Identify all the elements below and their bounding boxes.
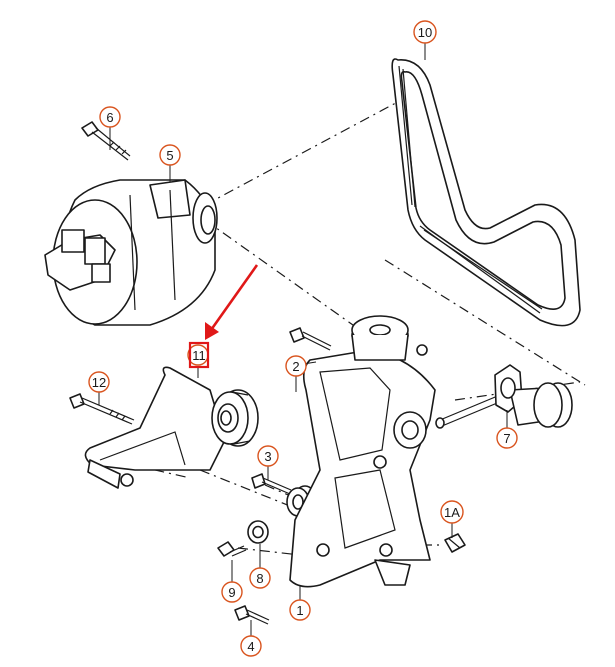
- callout-2: 2: [285, 355, 307, 377]
- bolt-12: [69, 393, 135, 425]
- callout-11-highlight-box: [188, 341, 210, 369]
- bolt-4: [234, 605, 270, 625]
- callout-4: 4: [240, 635, 262, 657]
- bolt-2: [289, 327, 332, 351]
- callout-7: 7: [496, 427, 518, 449]
- callout-1a: 1A: [440, 500, 464, 524]
- callout-9-label: 9: [228, 585, 235, 600]
- callout-1a-label: 1A: [444, 505, 460, 520]
- washer-8: [247, 520, 269, 544]
- callout-12-label: 12: [92, 375, 106, 390]
- callout-12: 12: [88, 371, 110, 393]
- bolt-6: [81, 121, 131, 161]
- alternator: [44, 179, 218, 326]
- drive-belt: [391, 58, 581, 327]
- callout-8: 8: [249, 567, 271, 589]
- callout-4-label: 4: [247, 639, 254, 654]
- callout-10-label: 10: [418, 25, 432, 40]
- highlight-arrow: [205, 264, 259, 340]
- bolt-3: [251, 473, 292, 495]
- callout-3-label: 3: [264, 449, 271, 464]
- leader-lines: [98, 42, 508, 636]
- main-bracket: [289, 315, 436, 588]
- callout-3: 3: [257, 445, 279, 467]
- callout-7-label: 7: [503, 431, 510, 446]
- callout-6: 6: [99, 106, 121, 128]
- idler-bracket: [84, 366, 259, 489]
- callout-5-label: 5: [166, 148, 173, 163]
- callout-5: 5: [159, 144, 181, 166]
- callout-1: 1: [289, 599, 311, 621]
- callout-2-label: 2: [292, 359, 299, 374]
- callout-1-label: 1: [296, 603, 303, 618]
- callout-11-label: 11: [192, 348, 206, 363]
- callout-9: 9: [221, 581, 243, 603]
- callout-6-label: 6: [106, 110, 113, 125]
- callout-8-label: 8: [256, 571, 263, 586]
- callout-11: 11: [187, 341, 210, 369]
- clip-1a: [444, 533, 466, 553]
- bolt-9: [217, 541, 247, 557]
- tensioner-roller: [435, 364, 573, 429]
- callout-10: 10: [413, 20, 437, 44]
